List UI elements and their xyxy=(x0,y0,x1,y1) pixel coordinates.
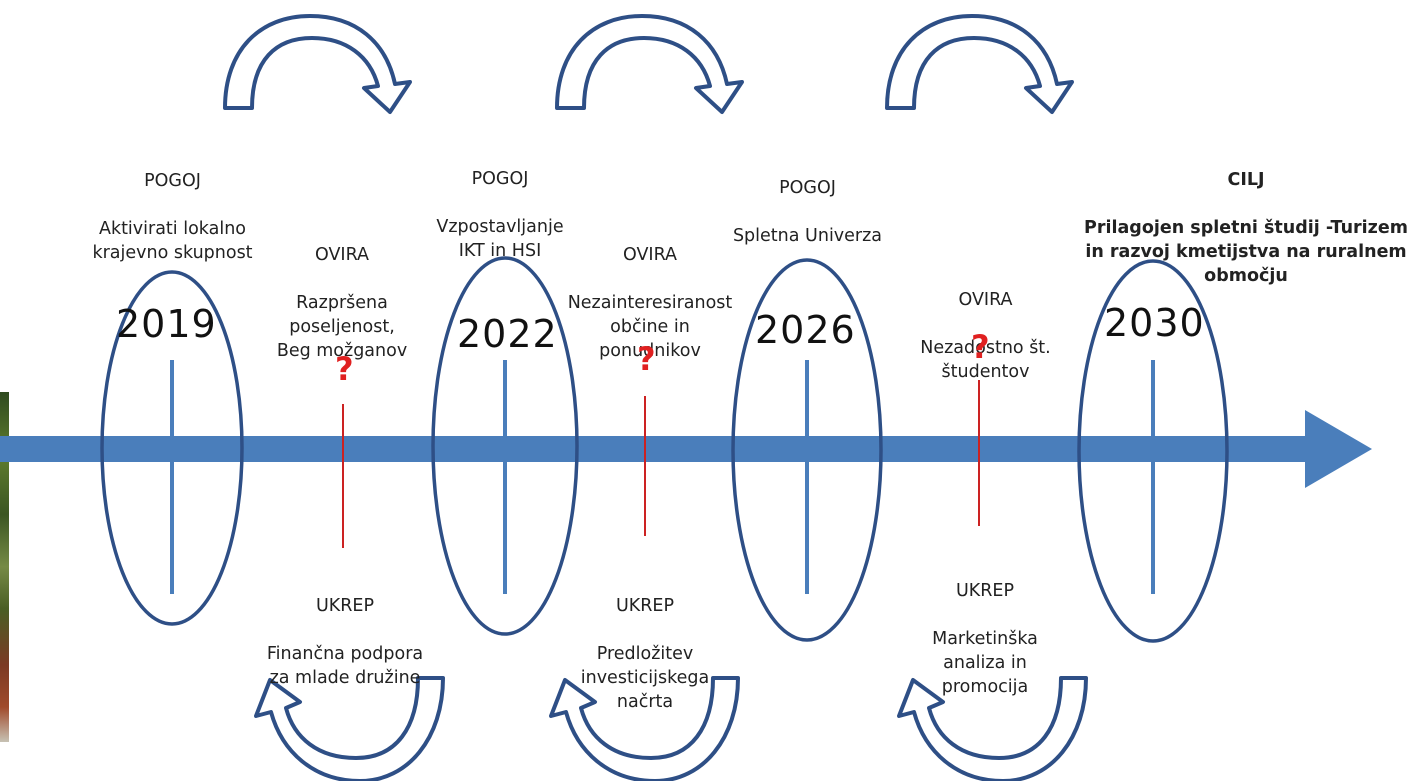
action-heading: UKREP xyxy=(615,596,675,616)
question-mark-3: ? xyxy=(971,328,990,366)
curved-arrow-top-2 xyxy=(555,14,744,114)
action-3: UKREP Marketinška analiza in promocija xyxy=(900,555,1070,699)
condition-heading: POGOJ xyxy=(471,169,529,189)
action-2: UKREP Predložitev investicijskega načrta xyxy=(555,570,735,714)
year-2022: 2022 xyxy=(457,312,558,356)
action-1: UKREP Finančna podpora za mlade družine xyxy=(255,570,435,690)
curved-arrow-top-1 xyxy=(223,14,412,114)
obstacle-text: Razpršena poseljenost, Beg možganov xyxy=(276,293,408,361)
goal-heading: CILJ xyxy=(1227,170,1265,190)
timeline-arrow xyxy=(0,410,1372,488)
year-2026: 2026 xyxy=(755,308,856,352)
action-heading: UKREP xyxy=(315,596,375,616)
condition-2026: POGOJ Spletna Univerza xyxy=(700,152,915,248)
action-text: Finančna podpora za mlade družine xyxy=(266,644,424,688)
curved-arrow-bottom-2 xyxy=(549,676,740,781)
action-text: Predložitev investicijskega načrta xyxy=(580,644,710,712)
curved-arrow-bottom-1 xyxy=(254,676,445,781)
obstacle-text: Nezadostno št. študentov xyxy=(920,338,1051,382)
condition-2019: POGOJ Aktivirati lokalno krajevno skupno… xyxy=(60,145,285,265)
milestone-2019-ellipse xyxy=(100,270,244,626)
condition-heading: POGOJ xyxy=(144,171,201,191)
question-mark-1: ? xyxy=(335,350,354,388)
condition-text: Aktivirati lokalno krajevno skupnost xyxy=(92,219,253,263)
curved-arrow-top-3 xyxy=(885,14,1074,114)
obstacle-3: OVIRA Nezadostno št. študentov xyxy=(898,264,1073,384)
curved-arrow-bottom-3 xyxy=(897,676,1088,781)
condition-2022: POGOJ Vzpostavljanje IKT in HSI xyxy=(400,143,600,263)
condition-heading: POGOJ xyxy=(779,178,836,198)
obstacle-text: Nezainteresiranost občine in ponudnikov xyxy=(567,293,733,361)
year-2030: 2030 xyxy=(1104,301,1205,345)
obstacle-1: OVIRA Razpršena poseljenost, Beg možgano… xyxy=(262,219,422,363)
milestone-2022-ellipse xyxy=(431,256,579,636)
question-mark-2: ? xyxy=(637,340,656,378)
goal: CILJ Prilagojen spletni študij -Turizem … xyxy=(1066,144,1426,288)
condition-text: Spletna Univerza xyxy=(732,226,883,246)
goal-text: Prilagojen spletni študij -Turizem in ra… xyxy=(1084,218,1408,286)
action-heading: UKREP xyxy=(955,581,1015,601)
year-2019: 2019 xyxy=(116,302,217,346)
obstacle-heading: OVIRA xyxy=(958,290,1013,310)
condition-text: Vzpostavljanje IKT in HSI xyxy=(436,217,564,261)
milestone-2030-ellipse xyxy=(1077,259,1229,643)
obstacle-heading: OVIRA xyxy=(622,245,678,265)
obstacle-heading: OVIRA xyxy=(314,245,370,265)
action-text: Marketinška analiza in promocija xyxy=(932,629,1038,697)
milestone-2026-ellipse xyxy=(731,258,883,642)
background-photo-strip xyxy=(0,392,9,742)
obstacle-2: OVIRA Nezainteresiranost občine in ponud… xyxy=(550,219,750,363)
